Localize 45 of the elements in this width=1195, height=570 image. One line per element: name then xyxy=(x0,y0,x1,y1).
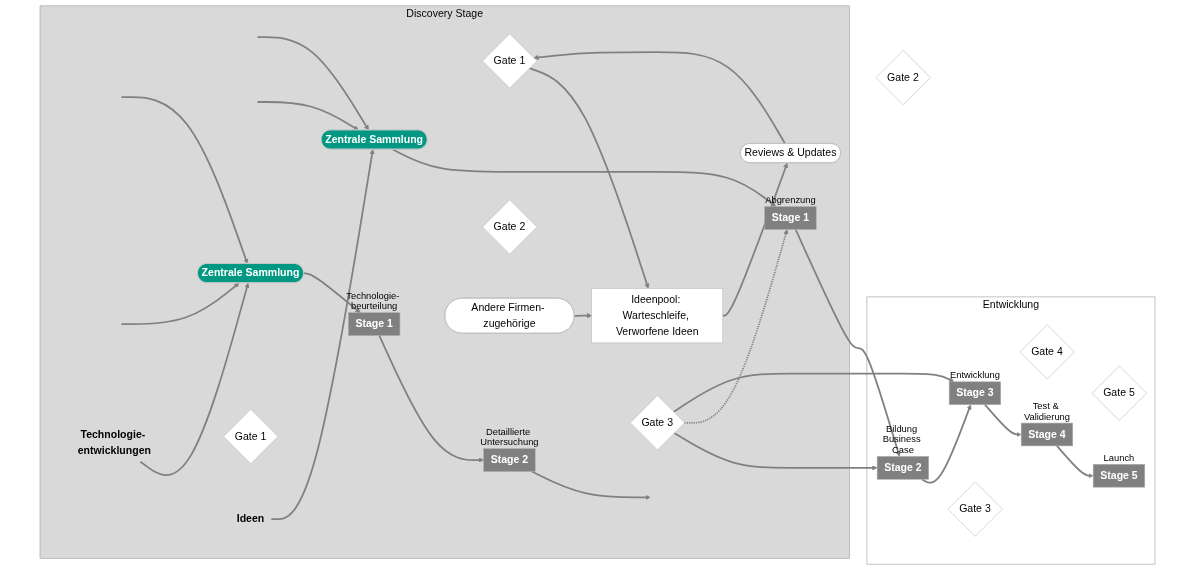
arrow xyxy=(120,282,240,325)
node-diamond: Gate 1 xyxy=(482,33,538,89)
node-box: Stage 4 xyxy=(1020,422,1073,447)
arrow xyxy=(533,51,786,145)
stage-caption: Bildung Business Case xyxy=(882,423,921,455)
node-diamond: Gate 3 xyxy=(629,395,686,451)
node-diamond: Gate 1 xyxy=(223,409,279,465)
arrow xyxy=(721,162,789,317)
node-text: Technologie- entwicklungen xyxy=(77,428,151,456)
node-text: Ideen xyxy=(236,512,265,525)
arrow xyxy=(573,313,592,319)
node-box: Stage 5 xyxy=(1092,464,1146,488)
arrow xyxy=(120,96,249,264)
arrow xyxy=(256,36,369,131)
node-box: Stage 2 xyxy=(483,448,536,472)
stage-caption: Detaillierte Untersuchung xyxy=(480,426,539,448)
arrow xyxy=(531,470,651,500)
stage-caption: Abgrenzung xyxy=(765,195,816,206)
stage-caption: Technologie- beurteilung xyxy=(346,290,400,312)
arrow xyxy=(139,282,250,477)
arrow xyxy=(302,272,361,313)
arrow xyxy=(794,228,901,457)
arrow xyxy=(673,432,878,471)
node-box: Stage 1 xyxy=(348,312,401,336)
node-diamond: Gate 2 xyxy=(875,50,931,106)
node-box: Stage 2 xyxy=(876,456,929,480)
arrow xyxy=(672,372,955,413)
node-diamond: Gate 5 xyxy=(1091,365,1147,421)
stage-caption: Launch xyxy=(1103,452,1135,463)
stage-caption: Entwicklung xyxy=(949,370,1000,381)
node-diamond: Gate 2 xyxy=(482,199,538,255)
node-diamond: Gate 4 xyxy=(1019,324,1075,380)
node-box: Stage 1 xyxy=(764,206,817,230)
node-box: Stage 3 xyxy=(948,381,1001,405)
node-diamond: Gate 3 xyxy=(947,481,1003,537)
arrow xyxy=(683,229,789,424)
arrow xyxy=(1056,445,1094,479)
stage-caption: Test & Validierung xyxy=(1023,401,1071,422)
arrow xyxy=(256,101,359,131)
node-box: Ideenpool: Warteschleife, Verworfene Ideen xyxy=(591,288,724,344)
arrow xyxy=(391,148,777,207)
arrow xyxy=(528,67,650,289)
arrow xyxy=(984,403,1022,438)
arrow xyxy=(270,149,375,520)
arrow xyxy=(378,334,484,463)
